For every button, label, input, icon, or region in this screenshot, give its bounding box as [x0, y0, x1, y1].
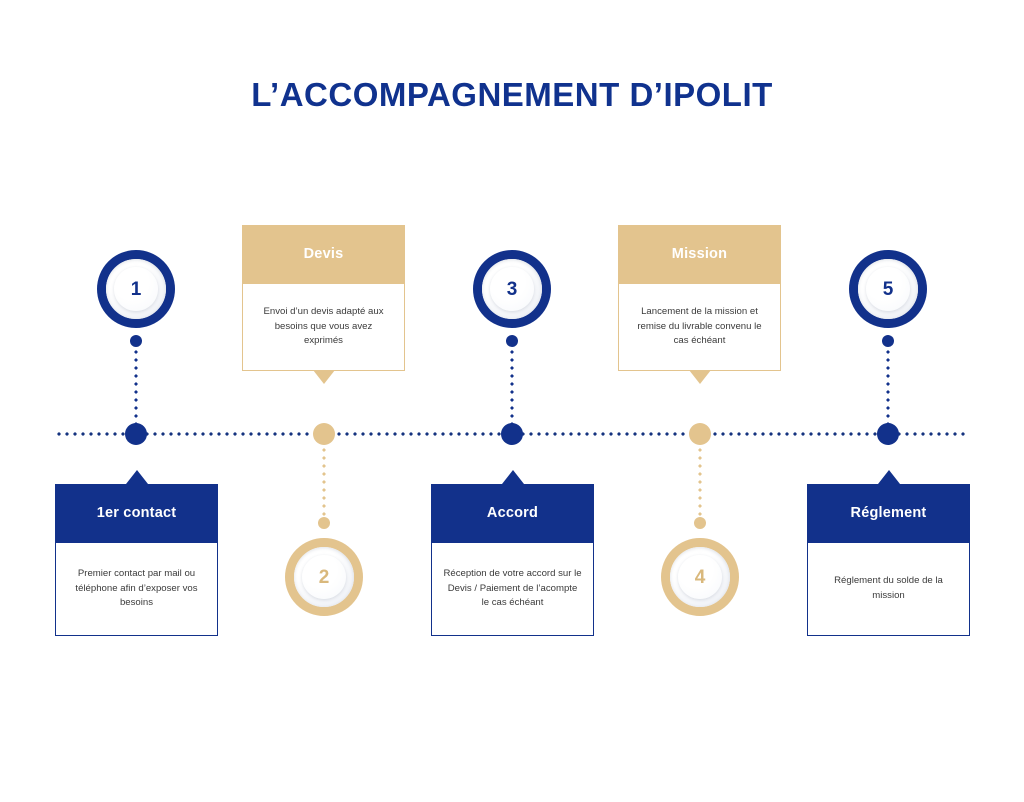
- step-card-4[interactable]: Mission Lancement de la mission et remis…: [618, 225, 781, 384]
- step-medallion-3: 3: [473, 250, 551, 328]
- medallion-ring: [661, 538, 739, 616]
- step-description-4: Lancement de la mission et remise du liv…: [618, 283, 781, 371]
- medallion-ring: [849, 250, 927, 328]
- connector-3: [506, 335, 518, 428]
- connector-dots: [322, 446, 326, 524]
- axis-dot-5: [877, 423, 899, 445]
- card-pointer: [688, 370, 711, 384]
- step-number-1: 1: [130, 278, 142, 300]
- connector-cap-top: [882, 335, 894, 347]
- step-description-1: Premier contact par mail ou téléphone af…: [55, 542, 218, 636]
- axis-dot-1: [125, 423, 147, 445]
- step-title-2: Devis: [242, 225, 405, 283]
- card-pointer: [125, 470, 148, 484]
- medallion-disc: [106, 259, 166, 319]
- step-card-3[interactable]: Accord Réception de votre accord sur le …: [431, 470, 594, 636]
- medallion-ring: [97, 250, 175, 328]
- step-medallion-5: 5: [849, 250, 927, 328]
- step-card-2[interactable]: Devis Envoi d’un devis adapté aux besoin…: [242, 225, 405, 384]
- connector-dots: [886, 340, 890, 428]
- step-card-1[interactable]: 1er contact Premier contact par mail ou …: [55, 470, 218, 636]
- step-number-2: 2: [318, 566, 330, 588]
- step-title-1: 1er contact: [55, 484, 218, 542]
- connector-2: [318, 446, 330, 529]
- connector-cap-bottom: [694, 517, 706, 529]
- axis-dot-3: [501, 423, 523, 445]
- connector-dots: [510, 340, 514, 428]
- step-title-3: Accord: [431, 484, 594, 542]
- connector-4: [694, 446, 706, 529]
- medallion-disc: [858, 259, 918, 319]
- step-number-4: 4: [694, 566, 706, 588]
- medallion-ring: [473, 250, 551, 328]
- step-description-5: Réglement du solde de la mission: [807, 542, 970, 636]
- medallion-disc: [294, 547, 354, 607]
- card-pointer: [877, 470, 900, 484]
- medallion-disc: [670, 547, 730, 607]
- step-number-5: 5: [882, 278, 894, 300]
- card-pointer: [501, 470, 524, 484]
- step-medallion-2: 2: [285, 538, 363, 616]
- step-title-4: Mission: [618, 225, 781, 283]
- axis-dot-2: [313, 423, 335, 445]
- step-card-5[interactable]: Réglement Réglement du solde de la missi…: [807, 470, 970, 636]
- page-title: L’ACCOMPAGNEMENT D’IPOLIT: [251, 76, 773, 113]
- step-medallion-4: 4: [661, 538, 739, 616]
- step-medallion-1: 1: [97, 250, 175, 328]
- connector-dots: [698, 446, 702, 524]
- medallion-ring: [285, 538, 363, 616]
- connector-cap-top: [506, 335, 518, 347]
- connector-5: [882, 335, 894, 428]
- connector-cap-top: [130, 335, 142, 347]
- connector-1: [130, 335, 142, 428]
- step-description-3: Réception de votre accord sur le Devis /…: [431, 542, 594, 636]
- medallion-disc: [482, 259, 542, 319]
- card-pointer: [312, 370, 335, 384]
- step-number-3: 3: [506, 278, 518, 300]
- step-title-5: Réglement: [807, 484, 970, 542]
- axis-dot-4: [689, 423, 711, 445]
- step-description-2: Envoi d’un devis adapté aux besoins que …: [242, 283, 405, 371]
- connector-cap-bottom: [318, 517, 330, 529]
- connector-dots: [134, 340, 138, 428]
